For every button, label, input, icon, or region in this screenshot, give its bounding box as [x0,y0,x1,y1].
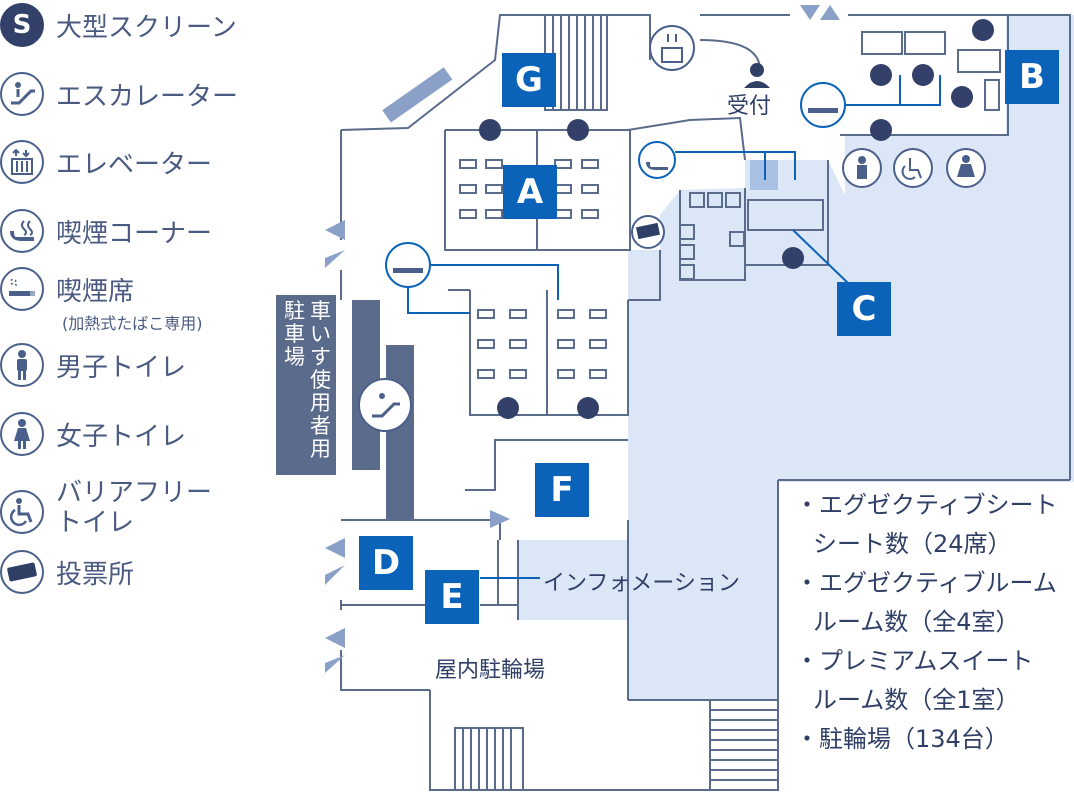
facility-notes: ・エグゼクティブシート シート数（24席） ・エグゼクティブルーム ルーム数（全… [795,486,1070,759]
screen-markers [479,19,994,419]
map-legend: S 大型スクリーン エスカレーター エレベーター 喫煙コーナー 喫煙席 (加熱式… [0,0,270,794]
legend-item-escalator: エスカレーター [0,72,238,116]
note-line: ・駐輪場（134台） [795,725,1009,753]
legend-label: 男子トイレ [56,352,187,383]
smoking-seat-icon [385,242,431,288]
area-label-d: D [359,536,413,590]
barrier-free-toilet-icon [0,490,44,534]
note-line: ・エグゼクティブシート [795,491,1058,519]
legend-label: 投票所 [56,559,135,590]
entrance-arrows [325,5,840,673]
area-label-a: A [503,165,557,219]
smoking-corner-icon [0,209,44,253]
rooms-b [861,31,1001,111]
floor-plan-drawing [276,5,1074,791]
legend-item-barrier-free-toilet: バリアフリー トイレ [0,478,212,538]
floor-map: G A B C F D E 受付 インフォメーション 屋内駐輪場 駐車場 車いす… [270,0,1074,794]
barrier-free-toilet-icon [893,148,933,188]
entrance-ramp [382,67,453,123]
legend-item-womens-toilet: 女子トイレ [0,412,186,456]
legend-label: 喫煙コーナー [56,218,213,249]
voting-booth-icon [0,550,44,594]
note-line: ルーム数（全4室） [813,608,1020,636]
area-label-c: C [837,282,891,336]
legend-label: 女子トイレ [56,421,187,452]
legend-label: 喫煙席 [56,276,135,307]
wheelchair-parking-label: 車いす使用者用 [310,299,331,461]
smoking-corner-icon [638,141,676,179]
parking-pillar [276,295,336,475]
legend-item-screen: S 大型スクリーン [0,3,237,47]
note-line: シート数（24席） [813,530,1012,558]
hall-floor [518,15,1074,700]
seats-area-b [477,309,607,379]
smoking-seat-icon [800,82,846,128]
parking-label: 駐車場 [284,299,305,369]
note-line: ・プレミアムスイート [795,647,1034,675]
legend-item-smoking-corner: 喫煙コーナー [0,209,212,253]
legend-label-line2: トイレ [56,508,135,538]
escalator-icon [0,72,44,116]
area-label-e: E [425,570,479,624]
information-label: インフォメーション [543,571,740,596]
area-label-f: F [535,463,589,517]
note-line: ・エグゼクティブルーム [795,569,1057,597]
note-line: ルーム数（全1室） [813,686,1020,714]
smoking-seat-note: (加熱式たばこ専用) [62,314,203,333]
smoking-seat-icon [0,267,44,311]
elevator-icon [0,140,44,184]
area-label-g: G [502,53,556,107]
area-label-b: B [1005,50,1059,104]
legend-label: 大型スクリーン [56,12,237,43]
legend-label: エレベーター [56,149,213,180]
bicycle-parking-label: 屋内駐輪場 [435,658,546,683]
escalator-icon [358,378,412,432]
womens-toilet-icon [0,412,44,456]
pillar [386,345,414,520]
legend-item-voting-booth: 投票所 [0,550,134,594]
callout-lines [407,75,941,579]
legend-item-smoking-seat: 喫煙席 [0,267,134,311]
stairs [454,14,779,791]
screen-s-icon: S [0,3,44,47]
legend-item-mens-toilet: 男子トイレ [0,343,186,387]
reception-label: 受付 [727,94,772,119]
legend-label: エスカレーター [56,81,239,112]
legend-label: バリアフリー [56,478,213,508]
mens-toilet-icon [0,343,44,387]
legend-item-elevator: エレベーター [0,140,212,184]
reception-person-icon [750,63,764,77]
